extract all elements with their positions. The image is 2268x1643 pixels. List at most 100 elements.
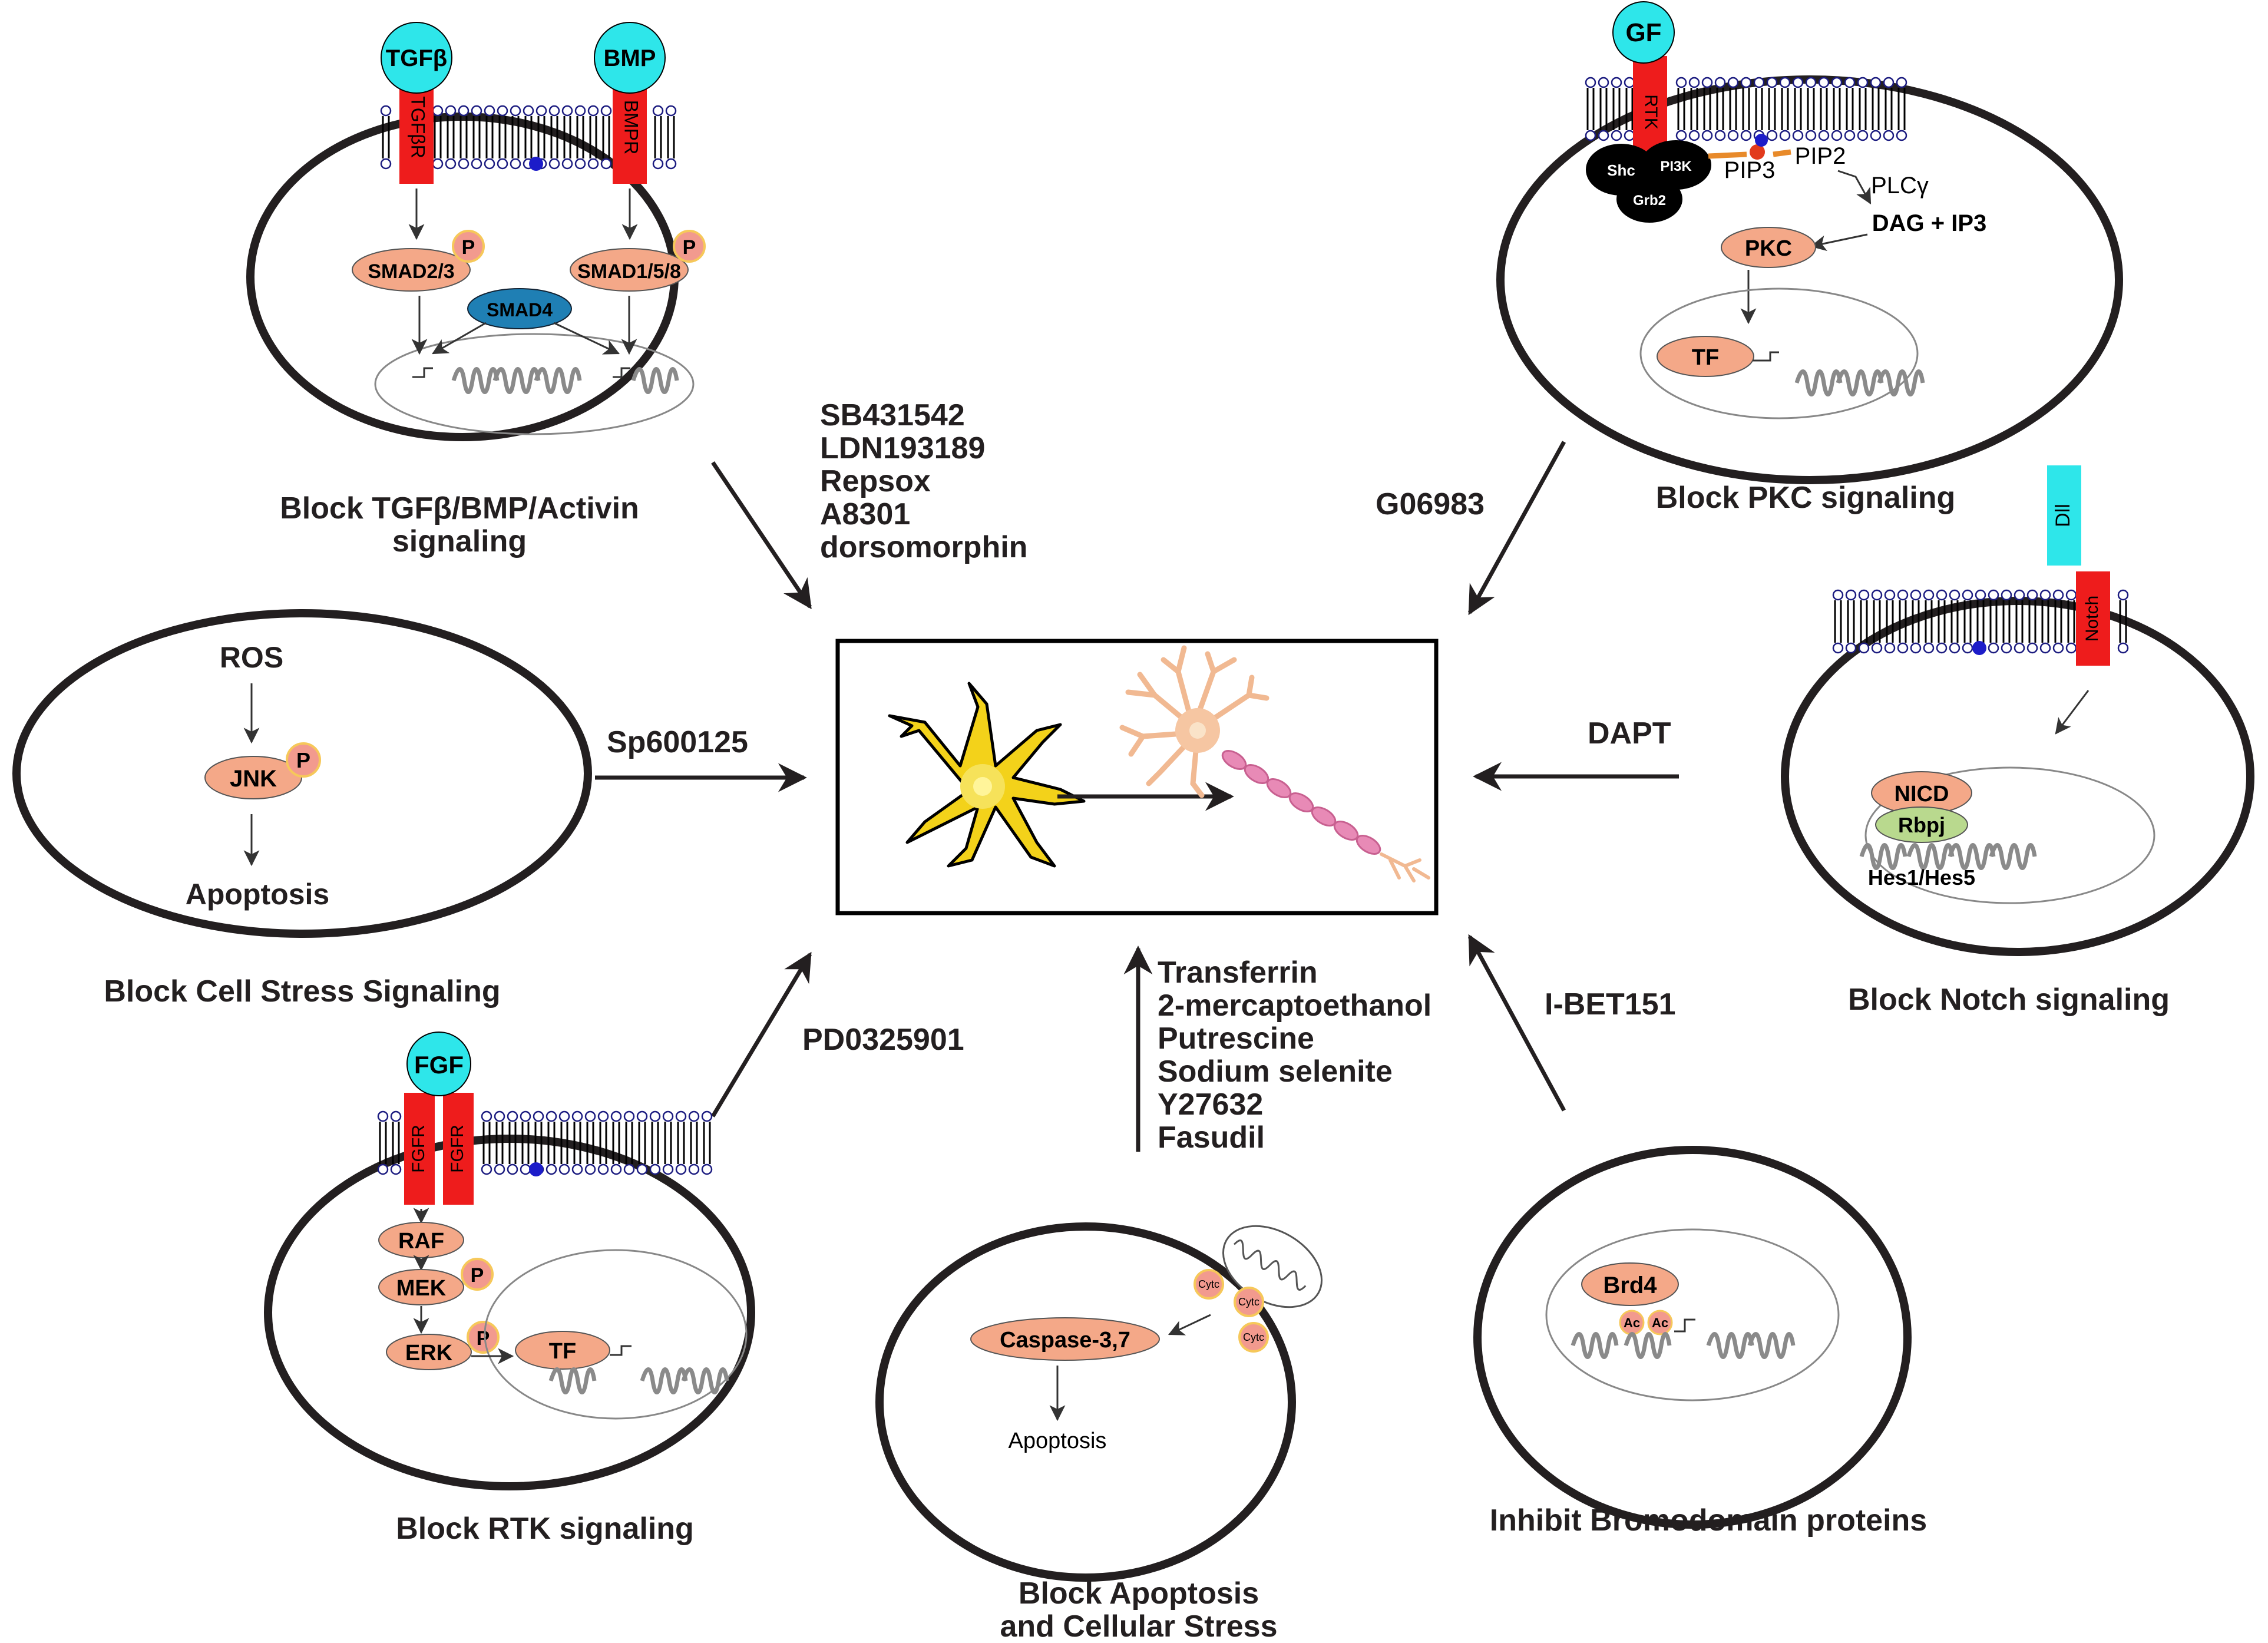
tgf-receptor-label: TGFβR [408,96,429,158]
inhibitor-dapt: DAPT [1588,716,1671,751]
brd-cell [1473,1146,1912,1529]
inhibitor-repsox: Repsox [820,464,931,498]
ac-label-1: Ac [1624,1315,1640,1330]
dll-ligand: Dll [2047,465,2081,566]
tgf-caption-line2: signaling [392,524,527,558]
jnk-phospho-label: P [296,748,310,772]
dll-label: Dll [2052,504,2074,527]
plc-label: PLCγ [1871,173,1929,199]
fgf-label: FGF [414,1051,464,1079]
jnk-label: JNK [230,766,277,792]
inhibitor-dorsomorphin: dorsomorphin [820,530,1027,564]
cytc-label-2: Cytc [1238,1296,1259,1308]
pip2-label: PIP2 [1795,143,1846,169]
inhibitor-y27632: Y27632 [1158,1087,1263,1122]
tgf-receptor: TGFβR TGFβ [381,22,452,184]
brd-nucleus [1545,1228,1840,1401]
raf-label: RAF [398,1229,444,1254]
smad23-label: SMAD2/3 [368,260,454,283]
rtk-panel: FGFR FGFR FGF RAF MEK P ERK P TF Block R… [264,1023,964,1546]
notch-panel: Dll Notch NICD Rbpj Hes1/Hes5 Block Notc… [1588,465,2254,1017]
inhibitor-ldn193189: LDN193189 [820,431,985,465]
brd4-label: Brd4 [1603,1272,1657,1298]
rtk-caption: Block RTK signaling [396,1512,694,1546]
nicd-label: NICD [1895,782,1949,806]
inhibitor-pd0325901: PD0325901 [802,1023,964,1057]
rtk-membrane [377,1110,713,1176]
caspase-label: Caspase-3,7 [1000,1328,1130,1353]
notch-cell [1781,597,2254,956]
center-box [835,639,1439,915]
inhibitor-sb431542: SB431542 [820,398,965,432]
neuron-icon [1119,645,1430,882]
shc-label: Shc [1607,161,1635,179]
smad158-phospho-label: P [683,236,696,259]
tgf-membrane [380,105,677,171]
inhibitor-sp600125: Sp600125 [607,725,748,759]
mek-phospho-label: P [471,1264,484,1287]
inhibitor-putrescine: Putrescine [1158,1021,1314,1056]
erk-phospho-label: P [477,1327,490,1350]
cytc-label-3: Cytc [1243,1331,1264,1343]
rbpj-label: Rbpj [1898,813,1945,837]
stress-caption: Block Cell Stress Signaling [104,974,500,1009]
fgfr-label-2: FGFR [448,1125,467,1173]
grb2-label: Grb2 [1633,193,1666,209]
notch-caption: Block Notch signaling [1848,983,2170,1017]
smad4-label: SMAD4 [487,299,553,320]
pkc-panel: RTK GF Shc PI3K Grb2 PIP3 PIP2 PLCγ DAG … [1376,1,2123,521]
inhibitor-g06983: G06983 [1376,487,1485,521]
pkc-nucleus [1639,287,1919,419]
smad158-label: SMAD1/5/8 [577,260,681,283]
notch-nucleus [1864,766,2155,904]
pi3k-label: PI3K [1660,158,1692,174]
smad23-phospho-label: P [462,236,475,259]
rtk-cell [264,1135,755,1490]
bmp-receptor-label: BMPR [621,100,642,154]
pkc-membrane [1585,77,1907,141]
notch-membrane [1832,589,2129,655]
fgfr-label-1: FGFR [409,1125,428,1173]
bmp-ligand-label: BMP [604,45,656,71]
notch-receptor-label: Notch [2082,596,2102,642]
bmp-receptor: BMPR BMP [594,22,666,184]
inhibitor-sodium-selenite: Sodium selenite [1158,1054,1393,1089]
apoptosis-inhibitor-list: Transferrin 2-mercaptoethanol Putrescine… [1158,956,1431,1155]
apoptosis-panel: Cytc Cytc Cytc Caspase-3,7 Apoptosis Blo… [875,956,1431,1643]
rtk-label: RTK [1641,94,1661,129]
stress-apoptosis-label: Apoptosis [186,878,329,911]
inhibitor-i-bet151: I-BET151 [1545,987,1676,1021]
ac-label-2: Ac [1652,1315,1668,1330]
apoptosis-caption-line1: Block Apoptosis [1019,1576,1259,1611]
axon [1221,750,1381,855]
brd-caption: Inhibit Bromodomain proteins [1490,1503,1927,1538]
gf-label: GF [1625,18,1661,47]
inhibitor-transferrin: Transferrin [1158,956,1318,990]
inhibitor-a8301: A8301 [820,497,910,531]
ros-label: ROS [220,641,283,674]
pkc-caption: Block PKC signaling [1656,481,1956,515]
inhibitor-fasudil: Fasudil [1158,1120,1265,1155]
tgf-nucleus [374,333,695,435]
hes-label: Hes1/Hes5 [1868,865,1975,890]
tgf-caption-line1: Block TGFβ/BMP/Activin [280,491,639,525]
tgf-inhibitor-list: SB431542 LDN193189 Repsox A8301 dorsomor… [820,398,1027,564]
pkc-tf-label: TF [1692,345,1719,370]
center-frame [835,639,1439,915]
inhibitor-2-mercaptoethanol: 2-mercaptoethanol [1158,989,1431,1023]
brd-panel: Brd4 Ac Ac Inhibit Bromodomain proteins … [1473,987,1927,1538]
erk-label: ERK [405,1341,453,1366]
mek-label: MEK [396,1276,447,1301]
stress-panel: ROS JNK P Apoptosis Block Cell Stress Si… [12,609,748,1009]
apoptosis-label: Apoptosis [1009,1429,1107,1453]
tgf-panel: TGFβR TGFβ BMPR BMP SMAD2/3 P SMAD1/5/8 … [246,22,1027,564]
cytc-label-1: Cytc [1198,1278,1219,1290]
rtk-nucleus [484,1249,748,1420]
cytc-molecules: Cytc Cytc Cytc [1193,1269,1269,1353]
apoptosis-cell [875,1222,1296,1582]
dag-label: DAG + IP3 [1872,210,1987,236]
tgf-ligand-label: TGFβ [386,45,447,71]
apoptosis-caption-line2: and Cellular Stress [1000,1609,1277,1640]
